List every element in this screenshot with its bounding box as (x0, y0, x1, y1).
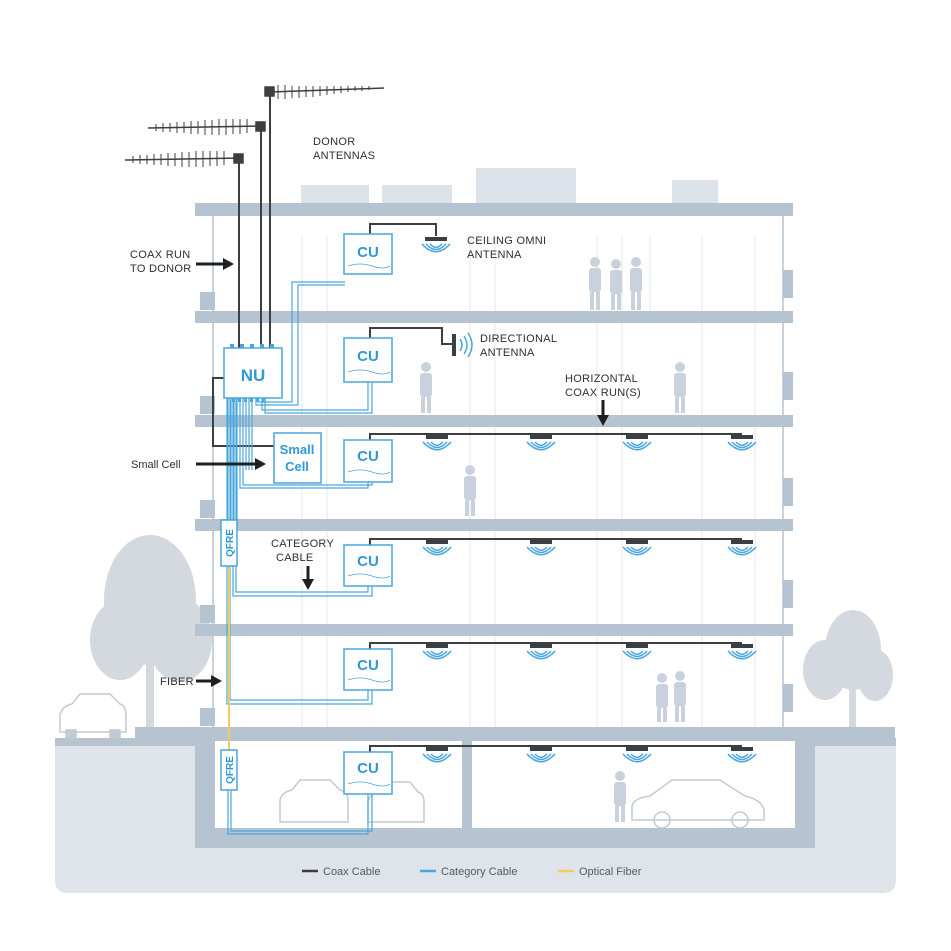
legend-label-coax: Coax Cable (323, 866, 380, 878)
coax-run-label-line2: TO DONOR (130, 263, 191, 275)
cu-label: CU (357, 244, 379, 261)
directional-label-line1: DIRECTIONAL (480, 333, 557, 345)
cu-label: CU (357, 760, 379, 777)
qfre-unit-upper: QFRE (220, 519, 238, 567)
small-cell-label-line1: Small (280, 442, 315, 457)
omni-antenna-icon (727, 644, 757, 660)
building-shell (212, 216, 784, 740)
omni-antenna-icon (422, 540, 452, 556)
garage-car-2 (631, 779, 765, 829)
cu-label: CU (357, 553, 379, 570)
omni-antenna-icon (526, 540, 556, 556)
cu-unit-floor-1: CU (343, 648, 393, 691)
ceiling-omni-label-line1: CEILING OMNI (467, 235, 546, 247)
omni-antenna-icon (622, 644, 652, 660)
omni-antenna-icon (622, 540, 652, 556)
omni-antenna-icon (727, 540, 757, 556)
legend: Coax Cable Category Cable Optical Fiber (302, 866, 642, 878)
floor-slabs (135, 203, 895, 741)
cu-unit-floor-5: CU (343, 233, 393, 275)
ceiling-omni-antennas (421, 237, 757, 763)
category-cable-label-line1: CATEGORY (271, 538, 334, 550)
cu-label: CU (357, 448, 379, 465)
omni-antenna-icon (622, 747, 652, 763)
cu-unit-garage: CU (343, 751, 393, 795)
street-car (59, 693, 127, 739)
rooftop-structures (301, 168, 718, 203)
donor-antenna-middle (147, 119, 266, 135)
donor-antennas-label-line1: DONOR (313, 136, 355, 148)
qfre-label-lower: QFRE (225, 756, 236, 784)
directional-label-line2: ANTENNA (480, 347, 535, 359)
omni-antenna-icon (622, 435, 652, 451)
omni-antenna-icon (727, 435, 757, 451)
legend-label-category: Category Cable (441, 866, 517, 878)
omni-antenna-icon (421, 237, 451, 253)
fiber-label: FIBER (160, 676, 194, 688)
omni-antenna-icon (422, 747, 452, 763)
qfre-unit-lower: QFRE (220, 749, 238, 791)
omni-antenna-icon (422, 435, 452, 451)
nu-unit: NU (223, 344, 283, 402)
donor-antennas-label-line2: ANTENNAS (313, 150, 375, 162)
omni-antenna-icon (526, 435, 556, 451)
people (420, 257, 686, 822)
omni-antenna-icon (526, 747, 556, 763)
nu-label: NU (241, 366, 266, 385)
garage (195, 741, 815, 848)
directional-antenna (452, 332, 473, 358)
qfre-label-upper: QFRE (225, 529, 236, 557)
horizontal-coax-label-line2: COAX RUN(S) (565, 387, 641, 399)
legend-item-category: Category Cable (420, 866, 517, 878)
category-cable-label-line2: CABLE (276, 552, 314, 564)
tree-left (90, 535, 212, 740)
omni-antenna-icon (727, 747, 757, 763)
omni-antenna-icon (526, 644, 556, 660)
cu-unit-floor-3: CU (343, 439, 393, 483)
callout-arrows (196, 258, 609, 687)
horizontal-coax-label-line1: HORIZONTAL (565, 373, 638, 385)
cu-label: CU (357, 348, 379, 365)
garage-car-1 (279, 779, 425, 823)
cu-unit-floor-4: CU (343, 337, 393, 383)
legend-label-fiber: Optical Fiber (579, 866, 642, 878)
side-ledges (200, 270, 793, 726)
coax-runs-to-donor (212, 96, 274, 447)
small-cell-label-line2: Cell (285, 459, 309, 474)
small-cell-unit: Small Cell (273, 432, 322, 484)
legend-item-coax: Coax Cable (302, 866, 380, 878)
donor-antenna-bottom (124, 151, 244, 167)
ceiling-omni-label-line2: ANTENNA (467, 249, 522, 261)
callout-labels: DONOR ANTENNAS COAX RUN TO DONOR CEILING… (130, 136, 641, 688)
small-cell-callout-label: Small Cell (131, 459, 181, 471)
coax-run-label-line1: COAX RUN (130, 249, 190, 261)
omni-antenna-icon (422, 644, 452, 660)
donor-antenna-top (264, 85, 385, 99)
legend-item-fiber: Optical Fiber (558, 866, 642, 878)
cu-unit-floor-2: CU (343, 544, 393, 587)
horizontal-coax-runs (369, 223, 742, 752)
tree-right (803, 610, 893, 738)
cu-label: CU (357, 657, 379, 674)
